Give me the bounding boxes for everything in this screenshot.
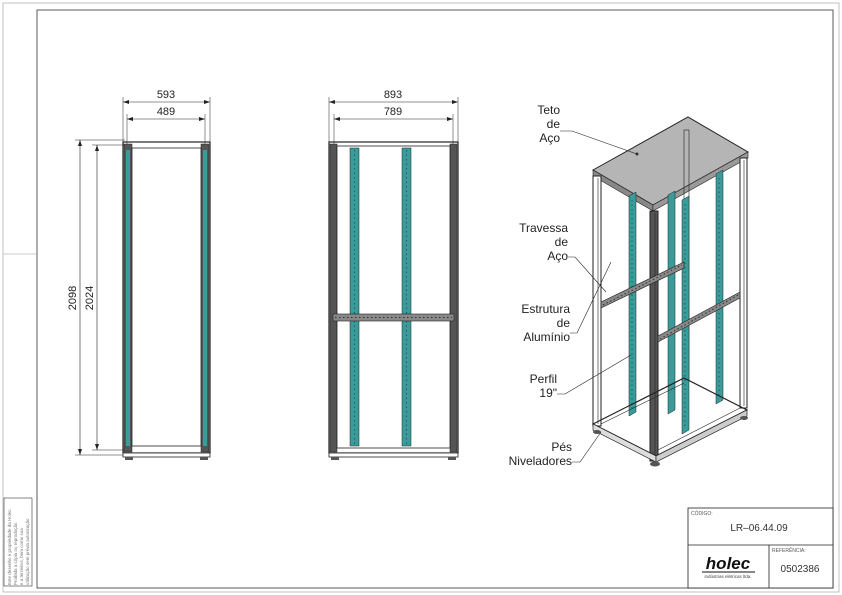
leader-travessa [568, 256, 607, 293]
inner-border [36, 9, 834, 589]
brand-logo: holec [706, 554, 751, 573]
callout-teto-de-aco: Teto de Aço [537, 103, 560, 145]
side-view: 893 789 [328, 89, 459, 460]
title-block: CÓDIGO: LR–06.44.09 REFERÊNCIA: 0502386 … [687, 507, 834, 589]
dim-inner-height: 2024 [84, 286, 96, 310]
svg-text:utilização sem prévia autoriza: utilização sem prévia autorização [25, 518, 30, 585]
leader-estrutura [570, 261, 612, 334]
steel-roof [591, 116, 750, 206]
referencia-value: 0502386 [781, 564, 820, 575]
isometric-view [557, 116, 750, 467]
callout-perfil-19: Perfil 19" [529, 372, 557, 400]
svg-text:Este desenho é propriedade da: Este desenho é propriedade da Holec. [7, 508, 12, 585]
callout-travessa-de-aco: Travessa de Aço [519, 221, 568, 263]
brand-subtitle: indústrias elétricas ltda. [704, 574, 751, 579]
codigo-label: CÓDIGO: [691, 510, 713, 517]
dim-front-outer-width: 593 [157, 89, 175, 101]
dim-front-inner-width: 489 [157, 106, 175, 118]
leader-teto [560, 130, 638, 155]
dim-side-outer-width: 893 [384, 89, 402, 101]
callout-estrutura-de-aluminio: Estrutura de Alumínio [521, 302, 570, 344]
svg-text:Proibida a cópia ou reprodução: Proibida a cópia ou reprodução [13, 522, 18, 585]
leader-pes [572, 431, 602, 463]
svg-text:e a terceiros, bem como sua: e a terceiros, bem como sua [19, 528, 24, 585]
leader-perfil [557, 354, 632, 395]
dim-side-inner-width: 789 [384, 106, 402, 118]
dim-total-height: 2098 [67, 286, 79, 310]
codigo-value: LR–06.44.09 [730, 523, 788, 534]
referencia-label: REFERÊNCIA: [772, 546, 806, 554]
callout-pes-niveladores: Pés Niveladores [508, 440, 572, 468]
legal-notice: Este desenho é propriedade da Holec. Pro… [3, 497, 33, 587]
front-view: 593 489 2098 2024 [67, 89, 211, 460]
